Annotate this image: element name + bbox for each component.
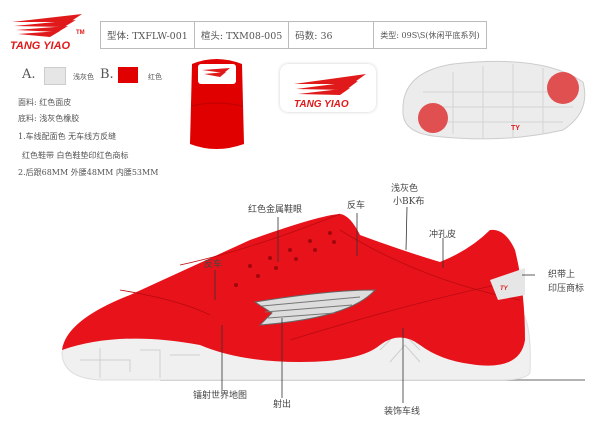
insole-logo-icon: TANG YIAO xyxy=(294,74,366,110)
color-a-label: A. xyxy=(22,67,36,82)
insole-logo-tile: TANG YIAO xyxy=(280,64,376,112)
eyelets xyxy=(234,231,336,287)
note-upper: 面料: 红色面皮 xyxy=(18,98,72,107)
tongue-view xyxy=(190,59,244,149)
color-b-swatch xyxy=(118,67,138,83)
wing-logo-icon xyxy=(12,14,82,37)
callout-eyelets: 红色金属鞋眼 xyxy=(248,205,303,215)
spec-size: 码数: 36 xyxy=(288,21,375,49)
heel-webbing xyxy=(490,268,525,300)
svg-text:TANG YIAO: TANG YIAO xyxy=(294,99,349,110)
brand-name: TANG YIAO xyxy=(10,40,71,52)
spec-table: 型体: TXFLW-001 楦头: TXM08-005 码数: 36 类型: 0… xyxy=(100,21,487,49)
outsole-view: TY xyxy=(402,60,586,140)
note-stitch: 1.车线配面色 无车线方反缝 xyxy=(18,132,117,141)
svg-text:TY: TY xyxy=(500,286,509,292)
spec-sole: 楦头: TXM08-005 xyxy=(193,21,290,49)
svg-text:TY: TY xyxy=(511,125,520,132)
callout-deco-stitch: 装饰车线 xyxy=(384,407,421,417)
callout-reverse-stitch-top: 反车 xyxy=(347,201,366,211)
color-a-swatch xyxy=(44,67,66,85)
callout-perforated: 冲孔皮 xyxy=(429,230,457,240)
callout-laser-map: 镭射世界地图 xyxy=(193,391,248,401)
color-a-name: 浅灰色 xyxy=(73,73,94,81)
spec-last: 型体: TXFLW-001 xyxy=(100,21,195,49)
upper xyxy=(62,214,525,366)
callout-injection: 射出 xyxy=(273,400,292,410)
brand-logo: TANG YIAO TM xyxy=(10,12,90,57)
spec-type: 类型: 09S\S(休闲平底系列) xyxy=(373,21,487,49)
trademark: TM xyxy=(76,30,85,36)
note-lace: 红色鞋带 白色鞋垫印红色商标 xyxy=(22,151,129,160)
callout-webbing-2: 印压商标 xyxy=(548,284,585,294)
color-b-label: B. xyxy=(100,67,114,82)
note-heights: 2.后跟68MM 外腰48MM 内腰53MM xyxy=(18,168,159,177)
callout-bk-fabric: 小BK布 xyxy=(393,197,425,207)
callout-webbing-1: 织带上 xyxy=(548,270,576,280)
callout-light-gray: 浅灰色 xyxy=(391,184,419,194)
note-sole: 底料: 浅灰色橡胶 xyxy=(18,114,80,123)
color-b-name: 红色 xyxy=(148,73,162,81)
callout-reverse-stitch-left: 反车 xyxy=(204,260,223,270)
